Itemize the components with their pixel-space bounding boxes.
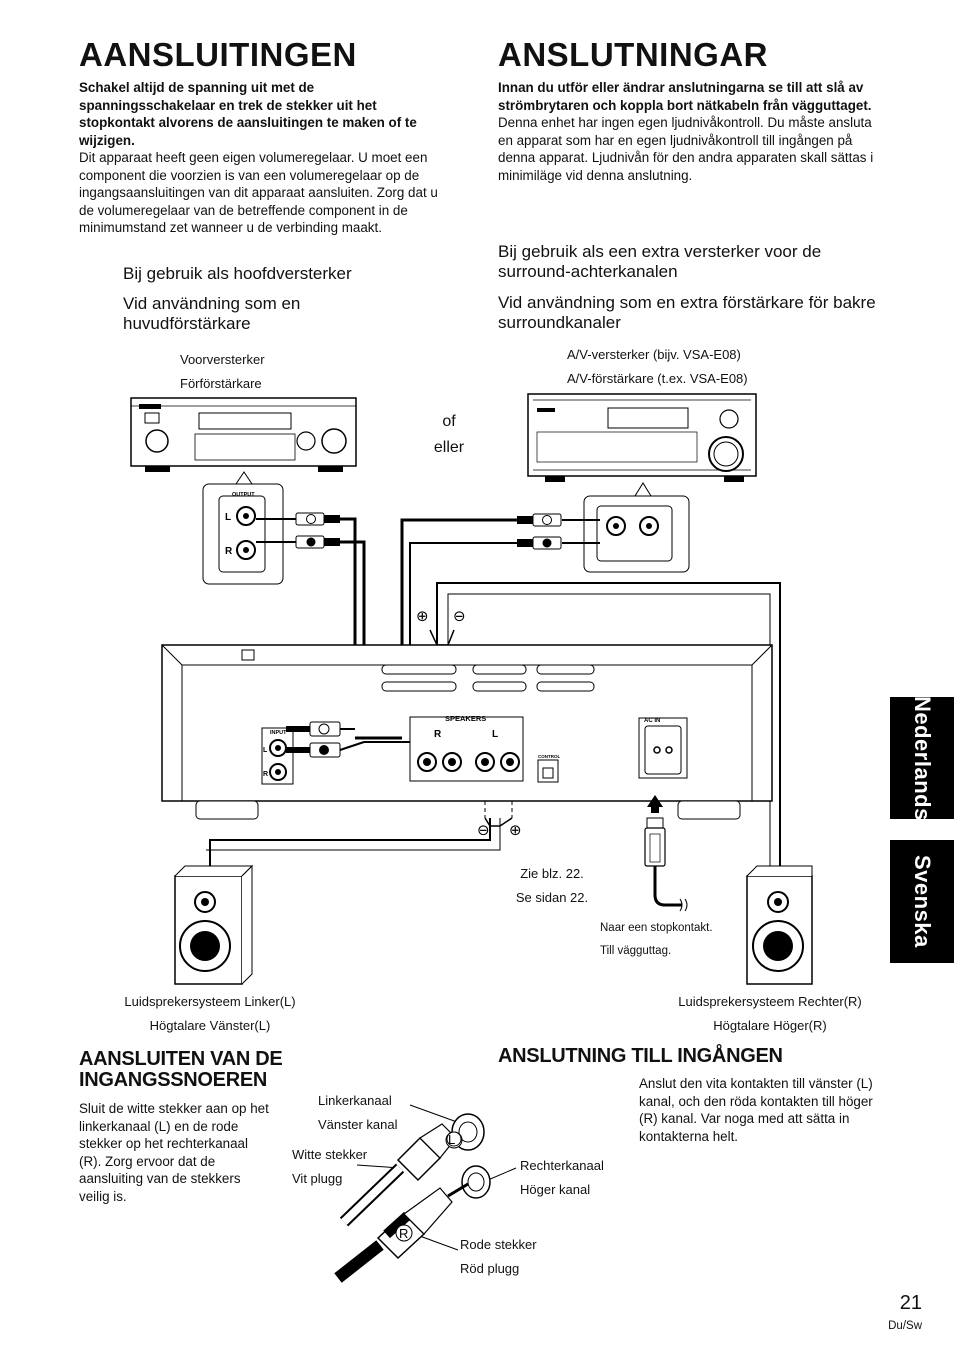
ac-in-label: AC IN: [644, 718, 660, 724]
plug-red-label: Rode stekker Röd plugg: [460, 1233, 537, 1281]
speaker-left-icon: [174, 864, 254, 985]
top-minus-sign: ⊖: [453, 607, 466, 625]
outlet-label-sv: Till vägguttag.: [600, 945, 672, 957]
heading-main-amp-nl: Bij gebruik als hoofdversterker: [123, 264, 352, 283]
tab-nederlands-label: Nederlands: [910, 695, 935, 821]
output-label: OUTPUT: [232, 492, 255, 498]
tab-svenska-label: Svenska: [910, 855, 935, 948]
preamp-label-nl: Voorversterker: [180, 352, 265, 367]
av-amp-label-nl: A/V-versterker (bijv. VSA-E08): [567, 347, 741, 362]
heading-surround-nl: Bij gebruik als een extra versterker voo…: [498, 242, 822, 281]
speaker-right-sv: Högtalare Höger(R): [713, 1018, 827, 1033]
see-page-sv: Se sidan 22.: [515, 890, 589, 905]
output-l-label: L: [225, 512, 231, 523]
page-number: 21: [899, 1292, 922, 1314]
input-l-label: L: [263, 747, 268, 754]
plug-left-channel-nl: Linkerkanaal: [318, 1093, 392, 1108]
bottom-minus-sign: ⊖: [477, 821, 490, 839]
input-r-label: R: [263, 771, 268, 778]
swedish-warning: Innan du utför eller ändrar anslutningar…: [498, 80, 872, 113]
speaker-right-icon: [746, 865, 813, 985]
input-cables-body-nl: Sluit de witte stekker aan op het linker…: [79, 1101, 269, 1204]
heading-surround-sv: Vid användning som en extra förstärkare …: [498, 293, 876, 332]
see-page-nl: Zie blz. 22.: [520, 866, 584, 881]
plug-r-marker: R: [399, 1226, 408, 1241]
input-cables-body-sv: Anslut den vita kontakten till vänster (…: [639, 1076, 873, 1144]
speaker-left-label: Luidsprekersysteem Linker(L) Högtalare V…: [100, 990, 320, 1038]
swedish-body: Denna enhet har ingen egen ljudnivåkontr…: [498, 115, 874, 183]
plug-white-nl: Witte stekker: [292, 1147, 368, 1162]
dutch-warning: Schakel altijd de spanning uit met de sp…: [79, 80, 417, 148]
speakers-r-label: R: [434, 729, 442, 740]
output-r-label: R: [225, 546, 233, 557]
plug-left-channel-sv: Vänster kanal: [318, 1117, 398, 1132]
title-swedish: ANSLUTNINGAR: [498, 36, 768, 73]
plug-l-marker: L: [448, 1132, 455, 1147]
top-plus-sign: ⊕: [416, 607, 429, 625]
or-label-sv: eller: [433, 439, 465, 456]
av-amp-label: A/V-versterker (bijv. VSA-E08) A/V-först…: [567, 343, 748, 391]
input-label: INPUT: [270, 730, 287, 736]
outlet-label: Naar een stopkontakt. Till vägguttag.: [600, 917, 713, 963]
av-amp-label-sv: A/V-förstärkare (t.ex. VSA-E08): [567, 371, 748, 386]
plug-right-channel-sv: Höger kanal: [520, 1182, 591, 1197]
heading-input-cables-nl: AANSLUITEN VAN DE INGANGSSNOEREN: [79, 1048, 283, 1091]
plug-right-channel-label: Rechterkanaal Höger kanal: [520, 1154, 604, 1202]
plug-left-channel-label: Linkerkanaal Vänster kanal: [318, 1089, 398, 1137]
heading-input-cables-sv: ANSLUTNING TILL INGÅNGEN: [498, 1045, 783, 1067]
see-page-label: Zie blz. 22. Se sidan 22.: [507, 862, 597, 910]
power-amp-rear-panel: [161, 644, 773, 820]
speaker-right-nl: Luidsprekersysteem Rechter(R): [678, 994, 862, 1009]
swedish-intro: Innan du utför eller ändrar anslutningar…: [498, 79, 878, 184]
speaker-right-label: Luidsprekersysteem Rechter(R) Högtalare …: [660, 990, 880, 1038]
plug-right-channel-nl: Rechterkanaal: [520, 1158, 604, 1173]
bottom-plus-sign: ⊕: [509, 821, 522, 839]
tab-svenska[interactable]: Svenska: [890, 840, 954, 963]
av-amp-device: [527, 393, 757, 482]
preamp-label-sv: Förförstärkare: [180, 376, 262, 391]
preamp-output-callout: [202, 471, 284, 585]
plug-red-nl: Rode stekker: [460, 1237, 537, 1252]
speakers-label: SPEAKERS: [445, 714, 486, 723]
speaker-left-sv: Högtalare Vänster(L): [149, 1018, 271, 1033]
preamp-label: Voorversterker Förförstärkare: [180, 348, 265, 396]
or-label-nl: of: [442, 413, 456, 430]
dutch-body: Dit apparaat heeft geen eigen volumerege…: [79, 150, 438, 235]
power-cord: [644, 795, 688, 912]
speaker-wires: [206, 582, 781, 866]
or-label: of eller: [431, 409, 467, 461]
plug-white-sv: Vit plugg: [292, 1171, 343, 1186]
preamp-device: [130, 397, 357, 472]
av-amp-output-callout: [583, 482, 690, 573]
plug-white-label: Witte stekker Vit plugg: [292, 1143, 367, 1191]
tab-nederlands[interactable]: Nederlands: [890, 695, 954, 821]
title-dutch: AANSLUITINGEN: [79, 36, 357, 73]
speaker-left-nl: Luidsprekersysteem Linker(L): [124, 994, 296, 1009]
speakers-l-label: L: [492, 729, 498, 740]
control-label: CONTROL: [538, 754, 560, 759]
dutch-intro: Schakel altijd de spanning uit met de sp…: [79, 79, 449, 237]
outlet-label-nl: Naar een stopkontakt.: [600, 922, 713, 934]
language-code: Du/Sw: [888, 1320, 922, 1332]
plug-red-sv: Röd plugg: [460, 1261, 520, 1276]
heading-main-amp-sv: Vid användning som en huvudförstärkare: [123, 294, 301, 333]
